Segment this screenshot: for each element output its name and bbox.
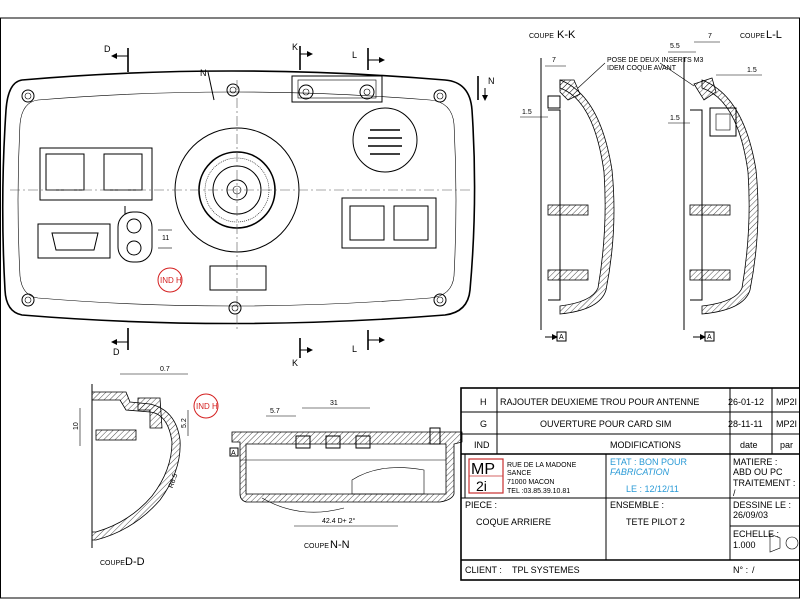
datum-a-ll: A [707, 334, 712, 341]
dim-nn-5-7: 5.7 [270, 408, 280, 415]
section-dd-name: D-D [125, 556, 145, 568]
echelle-label: ECHELLE : [733, 529, 779, 539]
section-nn-prefix: COUPE [304, 543, 329, 550]
dessine-value: 26/09/03 [733, 510, 768, 520]
matiere-label: MATIERE : [733, 457, 777, 467]
revision-marker-front [157, 267, 183, 293]
ind-h-front: IND H [160, 276, 182, 285]
cut-marker-n-left: N [200, 68, 207, 78]
dim-front-11: 11 [162, 235, 169, 242]
client-label: CLIENT : [465, 565, 502, 575]
dim-kk-7: 7 [552, 57, 556, 64]
cut-marker-d-top: D [104, 44, 111, 54]
rev-h-desc: RAJOUTER DEUXIEME TROU POUR ANTENNE [500, 397, 699, 407]
dim-kk-1-5: 1.5 [522, 109, 532, 116]
title-block: H RAJOUTER DEUXIEME TROU POUR ANTENNE 26… [460, 387, 800, 581]
cut-marker-d-bottom: D [113, 347, 120, 357]
dim-dd-10: 10 [73, 422, 80, 430]
address-line-4: TEL :03.85.39.10.81 [507, 488, 570, 495]
section-k-k: COUPE K-K 7 1.5 A [520, 29, 615, 342]
dim-dd-5-2: 5.2 [181, 418, 188, 428]
section-d-d: 0.7 10 5.2 R6.5 COUPE D-D [73, 366, 189, 568]
address-line-2: SANCE [507, 470, 531, 477]
dim-ll-1-5-b: 1.5 [670, 115, 680, 122]
piece-label: PIECE : [465, 500, 497, 510]
dim-ll-1-5-a: 1.5 [747, 67, 757, 74]
section-ll-name: L-L [766, 29, 782, 41]
cut-marker-l-top: L [352, 50, 357, 60]
section-dd-prefix: COUPE [100, 560, 125, 567]
etat-line-1: ETAT : BON POUR [610, 457, 688, 467]
dim-ll-7: 7 [708, 33, 712, 40]
header-par: par [780, 440, 793, 450]
screw-holes [21, 83, 447, 315]
note-inserts-line1: POSE DE DEUX INSERTS M3 [607, 57, 703, 64]
section-l-l: COUPE L-L 5.5 7 1.5 1.5 A [668, 29, 782, 342]
ind-h-dd: IND H [196, 402, 218, 411]
dessine-label: DESSINE LE : [733, 500, 791, 510]
etat-date: LE : 12/12/11 [626, 484, 679, 494]
section-nn-name: N-N [330, 539, 350, 551]
section-kk-name: K-K [557, 29, 576, 41]
cut-markers: D D K K L L N N 11 [104, 42, 495, 368]
company-logo: MP 2i [468, 458, 504, 494]
echelle-value: 1.000 [733, 540, 756, 550]
numero-value: / [752, 565, 755, 575]
dim-nn-31: 31 [330, 400, 338, 407]
revision-marker-dd [193, 393, 219, 419]
cut-marker-k-top: K [292, 42, 298, 52]
rev-h-ind: H [480, 397, 487, 407]
cut-marker-k-bottom: K [292, 358, 298, 368]
numero-label: N° : [733, 565, 748, 575]
logo-text-bottom: 2i [476, 478, 487, 494]
header-date: date [740, 440, 758, 450]
rev-g-ind: G [480, 419, 487, 429]
logo-text-top: MP [471, 461, 495, 478]
cut-marker-n-right: N [488, 76, 495, 86]
header-modifications: MODIFICATIONS [610, 440, 681, 450]
matiere-value: ABD OU PC [733, 467, 783, 477]
client-value: TPL SYSTEMES [512, 565, 580, 575]
section-n-n: 5.7 31 42.4 D+ 2° A COUPE N-N [229, 400, 463, 551]
etat-line-2: FABRICATION [610, 467, 670, 477]
rev-g-by: MP2I [776, 419, 797, 429]
piece-value: COQUE ARRIERE [476, 517, 551, 527]
front-view [1, 70, 476, 330]
section-kk-prefix: COUPE [529, 33, 554, 40]
dim-dd-r6-5: R6.5 [168, 473, 180, 489]
datum-a-kk: A [559, 334, 564, 341]
rev-h-by: MP2I [776, 397, 797, 407]
rev-h-date: 26-01-12 [728, 397, 764, 407]
projection-symbol-icon [769, 533, 799, 553]
sheet-border [0, 17, 800, 599]
cut-marker-l-bottom: L [352, 344, 357, 354]
traitement-label: TRAITEMENT : [733, 478, 795, 488]
address-line-1: RUE DE LA MADONE [507, 462, 577, 469]
ensemble-label: ENSEMBLE : [610, 500, 664, 510]
rev-g-date: 28-11-11 [728, 419, 763, 429]
header-ind: IND [474, 440, 490, 450]
datum-a-nn: A [231, 450, 236, 457]
rev-g-desc: OUVERTURE POUR CARD SIM [540, 419, 671, 429]
section-ll-prefix: COUPE [740, 33, 765, 40]
note-inserts-line2: IDEM COQUE AVANT [607, 65, 677, 72]
dim-nn-42: 42.4 D+ 2° [322, 517, 356, 525]
dim-ll-5-5: 5.5 [670, 43, 680, 50]
ensemble-value: TETE PILOT 2 [626, 517, 685, 527]
traitement-value: / [733, 488, 736, 498]
address-line-3: 71000 MACON [507, 479, 554, 486]
dim-dd-0-7: 0.7 [160, 366, 170, 373]
